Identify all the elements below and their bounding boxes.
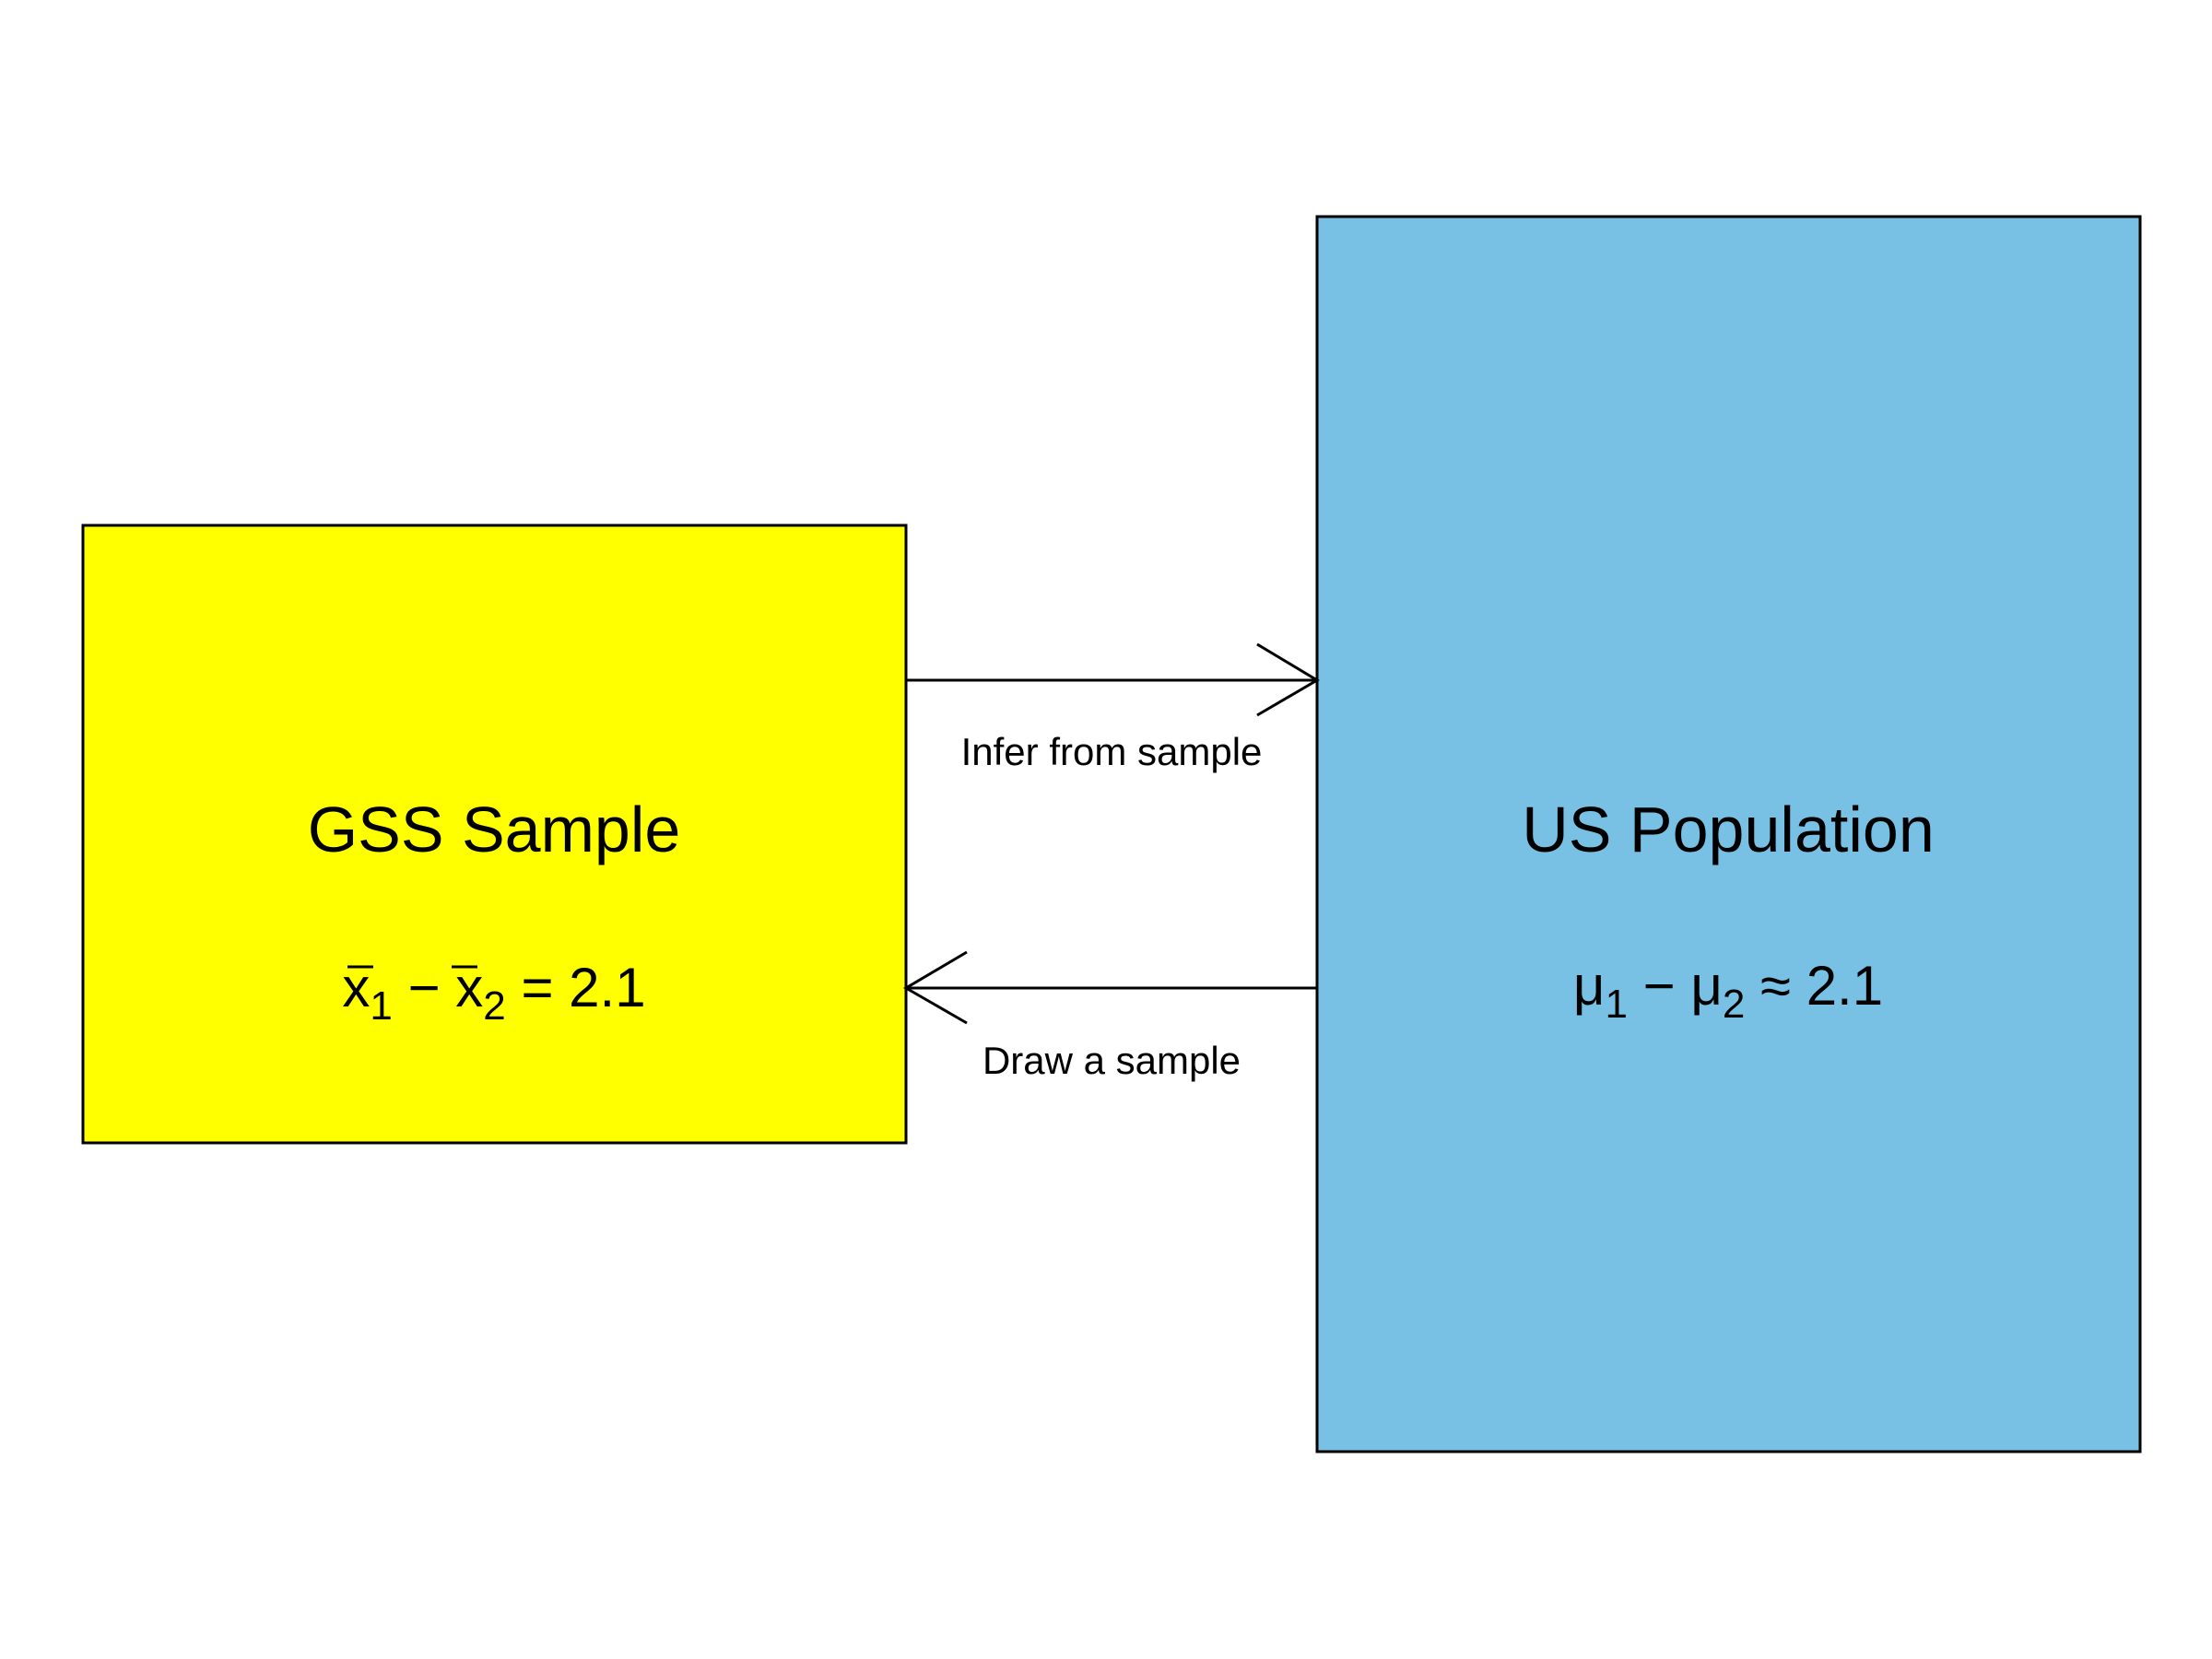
sample-value: 2.1 [569,957,645,1018]
draw-arrowhead [903,950,968,1025]
population-title: US Population [1522,794,1935,865]
sample-rel: = [521,957,553,1018]
population-term2-sub: 2 [1723,982,1745,1027]
population-rel: ≈ [1760,955,1791,1017]
population-value: 2.1 [1806,955,1883,1017]
population-term1: μ [1573,955,1606,1017]
sample-term1-sub: 1 [370,983,392,1029]
draw-arrow-label: Draw a sample [982,1039,1241,1082]
infer-arrow: Infer from sample [906,642,1320,773]
draw-arrow: Draw a sample [903,950,1317,1082]
population-term2: μ [1690,955,1723,1017]
population-node: US Population μ1 − μ2 ≈ 2.1 [1315,215,2142,1453]
sample-term2-sub: 2 [483,983,505,1029]
infer-arrow-label: Infer from sample [961,730,1263,773]
population-op: − [1643,955,1676,1017]
infer-arrowhead [1256,642,1320,717]
sample-box [81,524,908,1145]
population-formula: μ1 − μ2 ≈ 2.1 [1573,955,1883,1027]
sample-node: GSS Sample x1 − x2 = 2.1 [81,524,908,1145]
population-box [1315,215,2142,1453]
population-term1-sub: 1 [1605,982,1627,1027]
sample-title: GSS Sample [308,794,681,865]
sample-op: − [408,957,441,1018]
